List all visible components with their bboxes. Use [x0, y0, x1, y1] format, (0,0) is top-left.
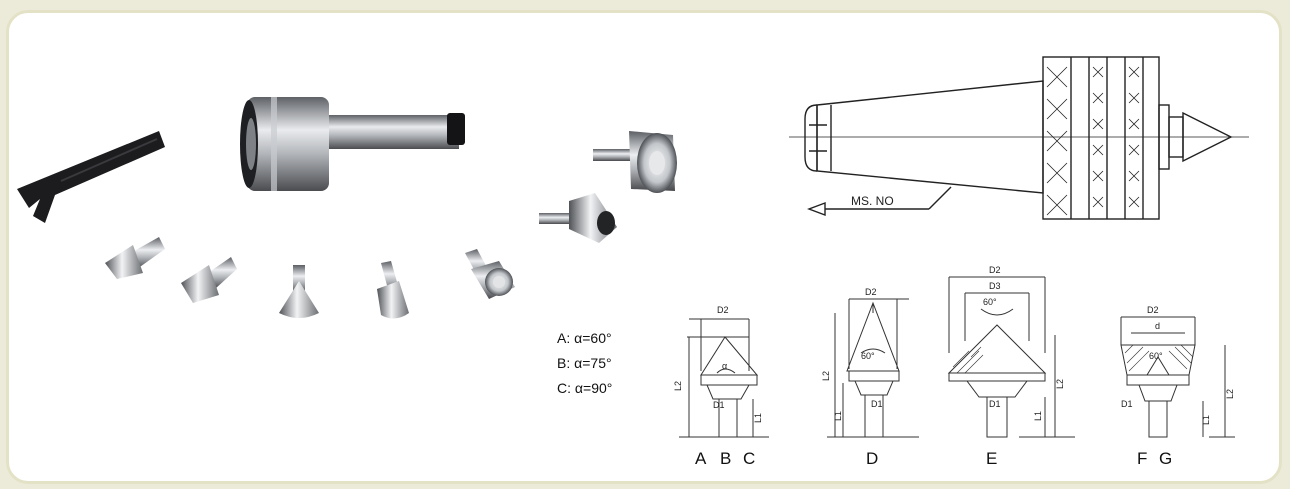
fg-l1-label: L1 [1201, 415, 1211, 425]
legend-row-b: B: α=75° [557, 355, 612, 371]
fg-letter-f: F [1137, 449, 1147, 468]
fg-l2-label: L2 [1225, 389, 1235, 399]
e-d1-label: D1 [989, 399, 1001, 409]
fg-d1-label: D1 [1121, 399, 1133, 409]
abc-l1-label: L1 [753, 413, 763, 423]
d-l1-label: L1 [833, 411, 843, 421]
d-letter: D [866, 449, 878, 468]
taper-label: MS. NO [851, 194, 894, 208]
d-angle-label: 60° [861, 351, 875, 361]
e-d3-label: D3 [989, 281, 1001, 291]
product-photo [17, 97, 465, 223]
fg-d2-label: D2 [1147, 305, 1159, 315]
abc-alpha-label: α [722, 361, 727, 371]
cone-point-2 [181, 257, 237, 303]
abc-letter-b: B [720, 449, 731, 468]
angle-legend: A: α=60° B: α=75° C: α=90° [557, 326, 612, 401]
d-l2-label: L2 [821, 371, 831, 381]
abc-l2-label: L2 [673, 381, 683, 391]
cone-point-3 [279, 265, 319, 318]
e-l1-label: L1 [1033, 411, 1043, 421]
abc-letter-c: C [743, 449, 755, 468]
cone-point-4 [377, 261, 409, 319]
wrench-tool [17, 131, 165, 223]
live-center-drawing: MS. NO D2 α D1 L2 L1 A B C [673, 56, 1249, 468]
photo-parts [105, 131, 677, 319]
abc-letter-a: A [695, 449, 707, 468]
e-letter: E [986, 449, 997, 468]
fg-d-label: d [1155, 321, 1160, 331]
cone-point-1 [105, 237, 165, 279]
cup-center-large [593, 131, 677, 193]
bell-center [539, 193, 617, 243]
live-center-photo [240, 97, 465, 191]
diagram-fg [1120, 316, 1235, 438]
diagram-abc [679, 318, 769, 438]
fg-angle-label: 60° [1149, 351, 1163, 361]
abc-d1-label: D1 [713, 400, 725, 410]
legend-row-c: C: α=90° [557, 380, 613, 396]
center-point-cone [1182, 111, 1233, 163]
diagram-d [827, 298, 919, 438]
e-d2-label: D2 [989, 265, 1001, 275]
diagram-e [947, 276, 1075, 438]
e-angle-label: 60° [983, 297, 997, 307]
fg-letter-g: G [1159, 449, 1172, 468]
abc-d2-label: D2 [717, 305, 729, 315]
e-l2-label: L2 [1055, 379, 1065, 389]
d-d2-label: D2 [865, 287, 877, 297]
d-d1-label: D1 [871, 399, 883, 409]
cup-center-small [465, 249, 515, 299]
legend-row-a: A: α=60° [557, 330, 612, 346]
content-frame: MS. NO D2 α D1 L2 L1 A B C [6, 10, 1282, 484]
